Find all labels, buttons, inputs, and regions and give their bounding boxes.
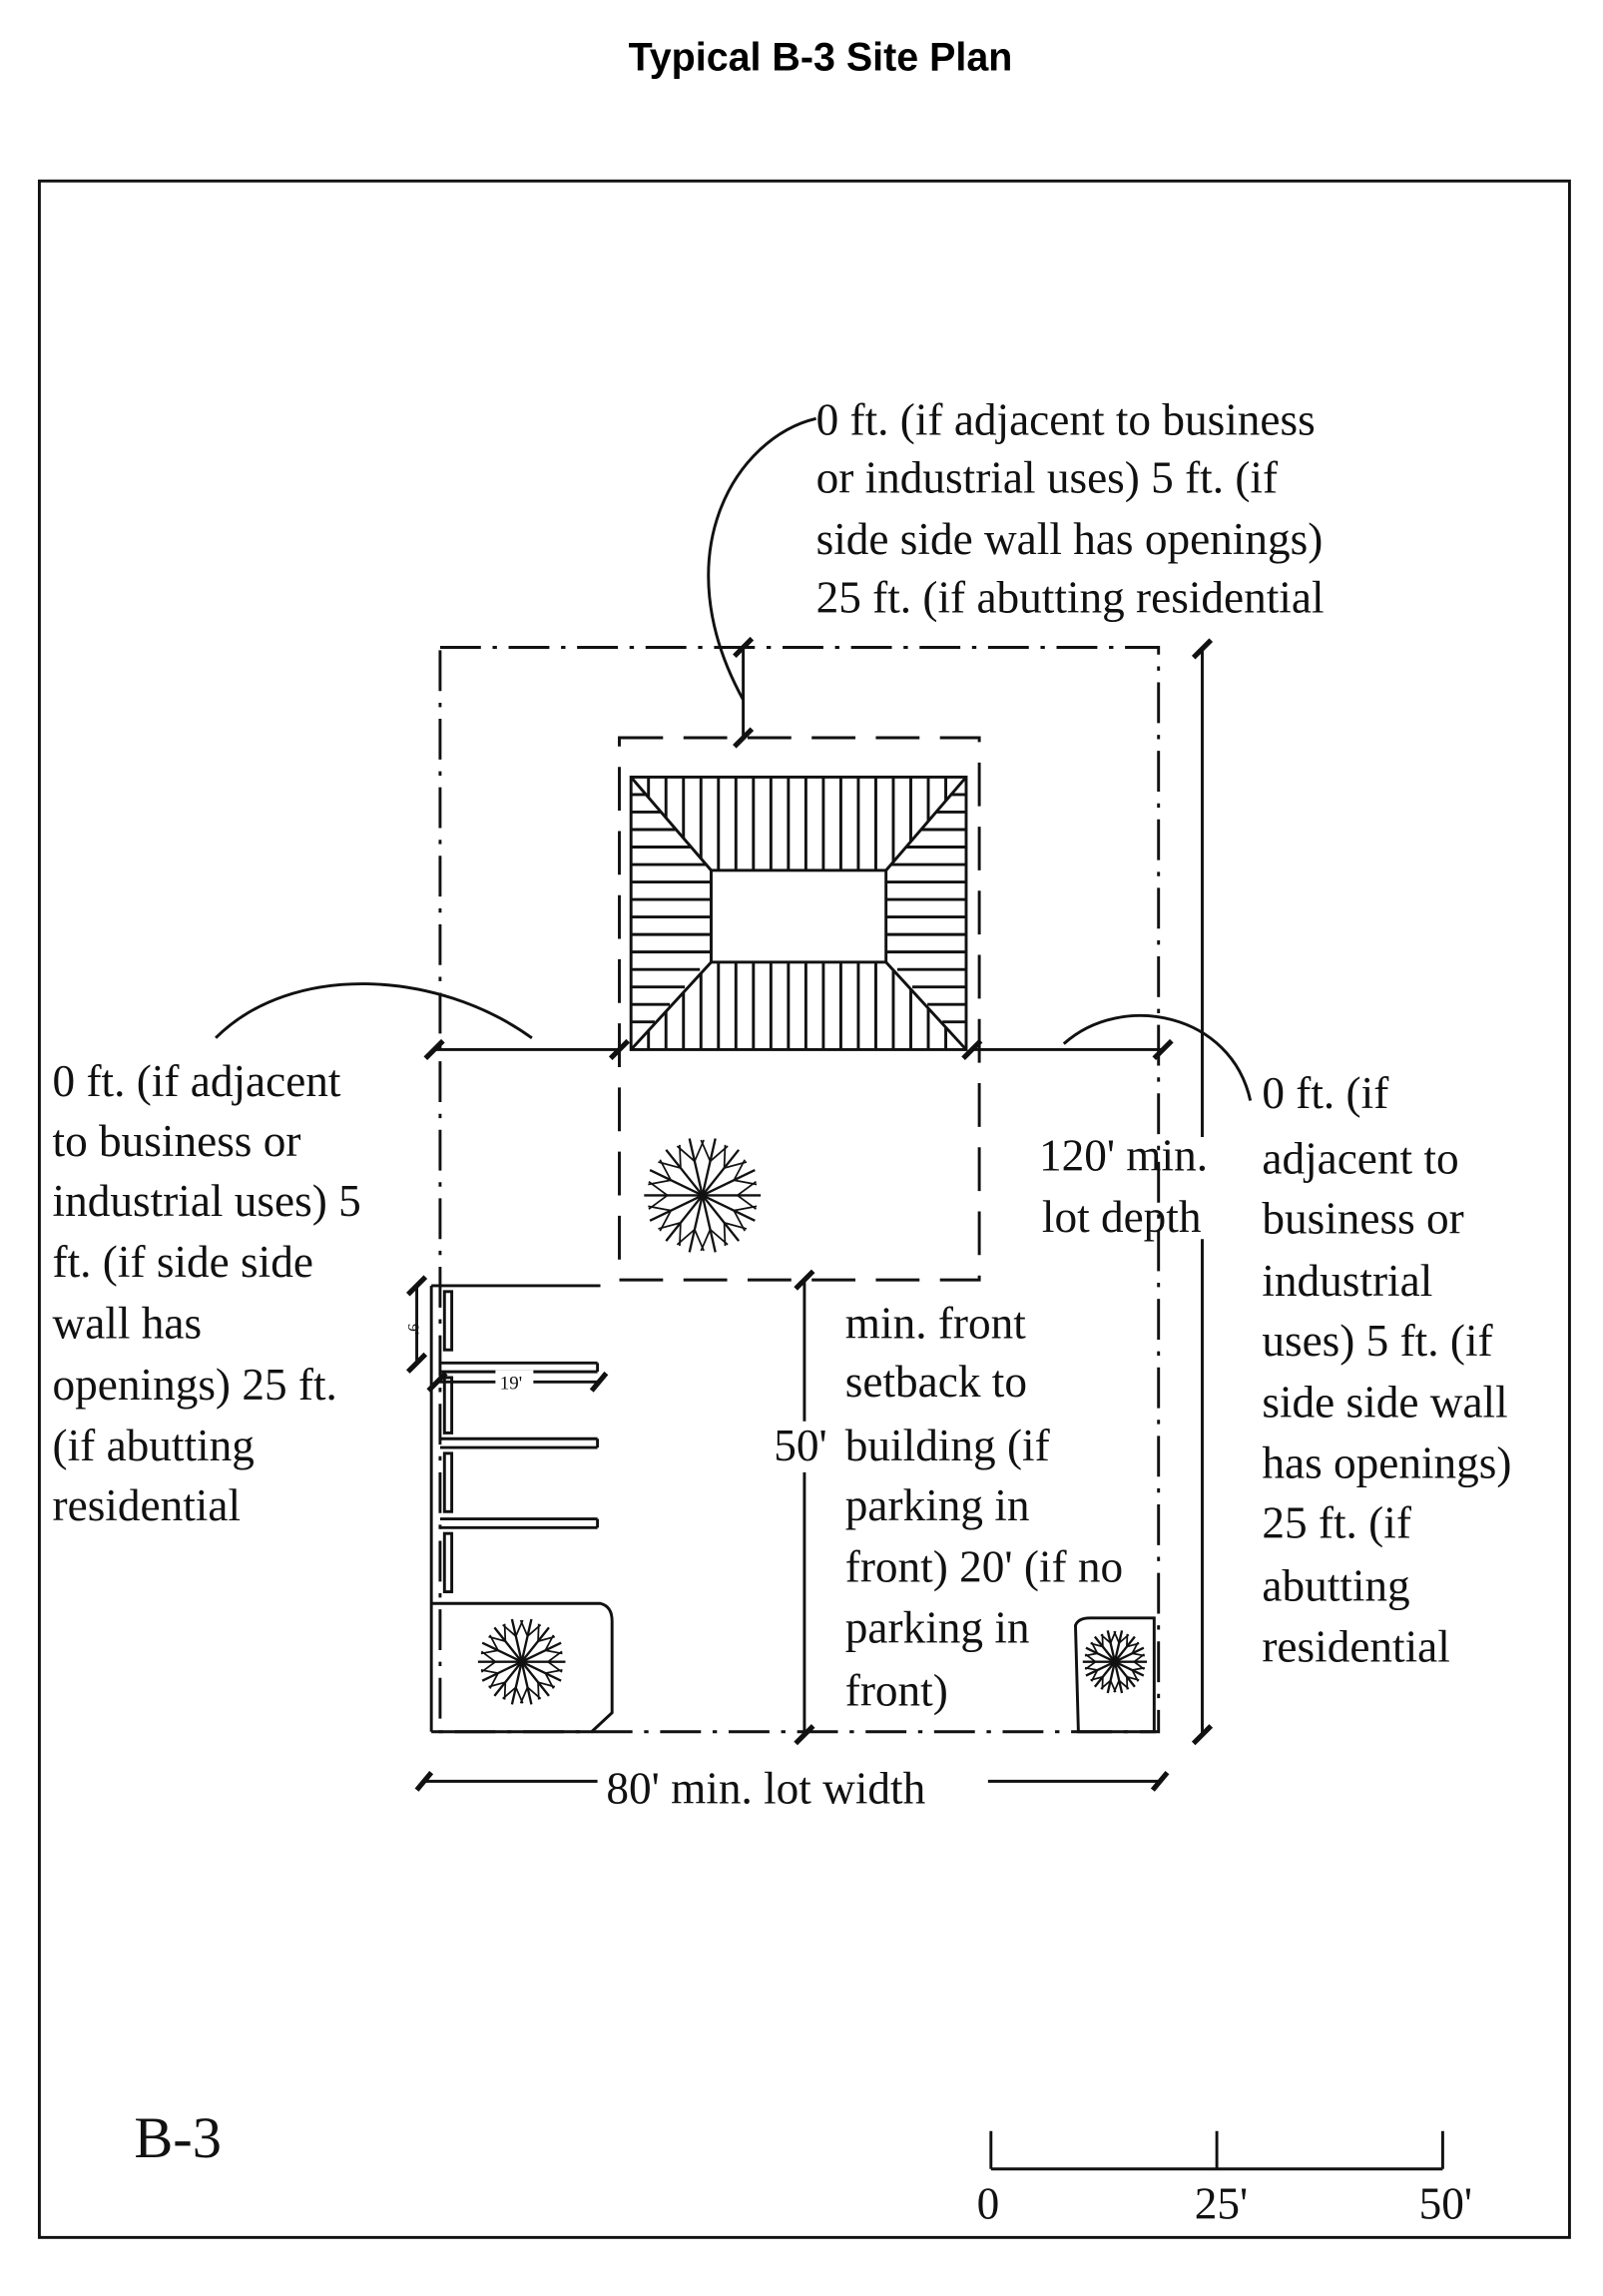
tree-icon [644,1138,762,1253]
building-envelope [618,736,981,1282]
lot-boundary [438,646,1161,1734]
right-setback-note: 0 ft. (if adjacent to business or indust… [1262,1068,1522,1672]
tree-icon [1082,1630,1148,1694]
drawing-frame [37,179,1571,2239]
lot-depth-label: 120' min. lot depth [1039,1131,1219,1242]
top-setback-note: 0 ft. (if adjacent to business or indust… [816,394,1335,622]
page-title: Typical B-3 Site Plan [629,35,1013,79]
left-setback-note: 0 ft. (if adjacent to business or indust… [53,1056,372,1530]
scale-label: 50' [1419,2178,1472,2228]
stall-depth-label: 19' [500,1374,522,1395]
building-roof [629,775,968,1051]
lot-width-label: 80' min. lot width [606,1763,925,1813]
stall-width-label: 9' [404,1324,421,1335]
scale-label: 0 [977,2178,1000,2228]
front-setback-dimension: 50' [774,1421,826,1470]
tree-icon [477,1618,566,1705]
district-label: B-3 [134,2105,222,2170]
parking-stalls: 9' 19' [404,1275,1156,1734]
scale-bar: 0 25' 50' [977,2130,1472,2228]
dimension-lines [215,416,1253,1792]
scale-label: 25' [1195,2178,1248,2228]
front-setback-note: min. front setback to building (if parki… [845,1299,1135,1716]
